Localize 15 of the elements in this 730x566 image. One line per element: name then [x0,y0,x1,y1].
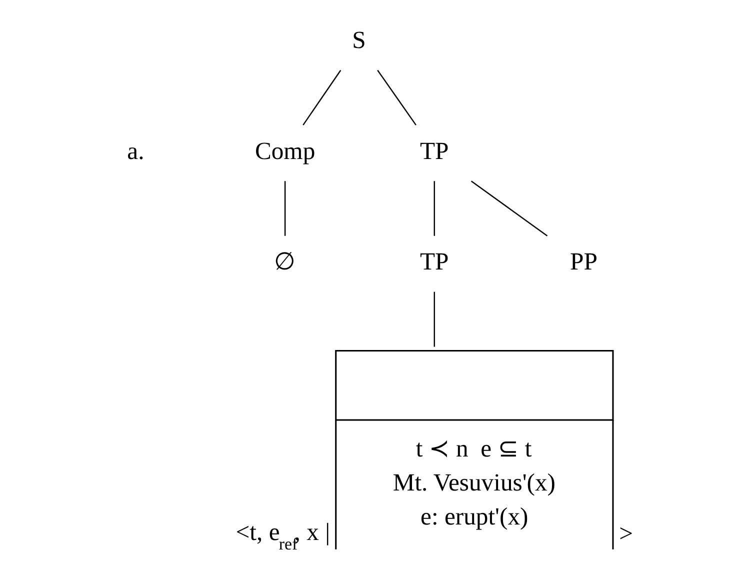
connector [376,70,416,126]
connector [433,181,434,236]
node-label: > [618,520,633,548]
connector [470,180,548,236]
connector [284,181,286,236]
node-text: TP [420,138,448,165]
connector [302,70,341,126]
node-text: Comp [254,138,315,165]
connector [433,292,434,347]
node-label: <t, e$_{ref}$, x | [235,518,330,554]
node-text: TP [420,248,448,276]
label: a. [126,138,144,165]
node-text: ∅ [274,248,296,276]
node-text: S [352,26,366,54]
node-text: PP [570,248,597,276]
